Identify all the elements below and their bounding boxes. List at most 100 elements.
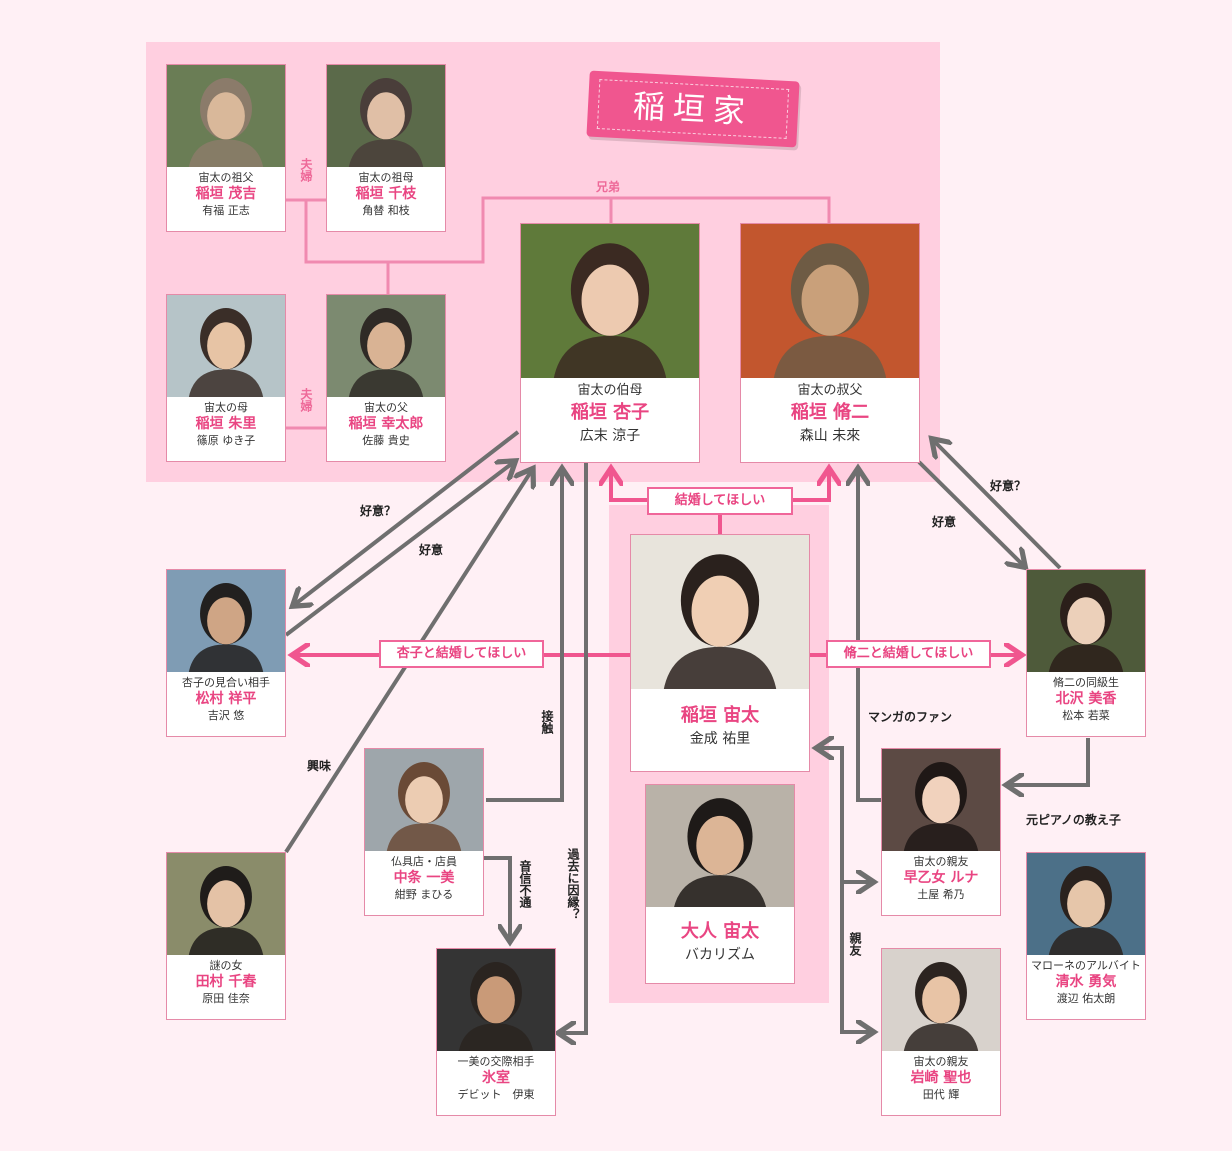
portrait-icon bbox=[631, 535, 809, 691]
card-iwasaki[interactable]: 宙太の親友 岩崎 聖也 田代 輝 bbox=[881, 948, 1001, 1116]
like-arrow-to-kyoko bbox=[284, 462, 514, 637]
label-interest: 興味 bbox=[307, 759, 332, 773]
name-grandmother: 稲垣 千枝 bbox=[355, 186, 417, 202]
name-himuro: 氷室 bbox=[482, 1070, 510, 1086]
portrait-icon bbox=[646, 785, 794, 909]
portrait-icon bbox=[741, 224, 919, 380]
card-adult-sorata[interactable]: 大人 宙太 バカリズム bbox=[645, 784, 795, 984]
actor-grandmother: 角替 和枝 bbox=[362, 204, 410, 217]
actor-mother: 篠原 ゆき子 bbox=[196, 434, 256, 447]
name-adult-sorata: 大人 宙太 bbox=[680, 921, 760, 942]
like-q-arrow-to-shuji bbox=[933, 440, 1062, 570]
role-grandfather: 宙太の祖父 bbox=[198, 171, 254, 184]
photo-aunt bbox=[521, 224, 699, 380]
portrait-icon bbox=[365, 749, 483, 853]
photo-saotome bbox=[882, 749, 1000, 853]
name-chujo: 中条 一美 bbox=[393, 870, 455, 886]
actor-shimizu: 渡辺 佑太朗 bbox=[1056, 992, 1116, 1005]
manga-fan-arrow bbox=[858, 470, 882, 802]
card-shimizu[interactable]: マローネのアルバイト 清水 勇気 渡辺 佑太朗 bbox=[1026, 852, 1146, 1020]
label-kyoko-marry: 杏子と結婚してほしい bbox=[379, 640, 544, 668]
card-grandfather[interactable]: 宙太の祖父 稲垣 茂吉 有福 正志 bbox=[166, 64, 286, 232]
portrait-icon bbox=[167, 295, 285, 399]
name-shimizu: 清水 勇気 bbox=[1055, 974, 1117, 990]
name-saotome: 早乙女 ルナ bbox=[903, 870, 979, 886]
label-contact: 接触 bbox=[540, 710, 554, 734]
portrait-icon bbox=[437, 949, 555, 1053]
portrait-icon bbox=[1027, 853, 1145, 957]
card-tamura[interactable]: 謎の女 田村 千春 原田 佳奈 bbox=[166, 852, 286, 1020]
name-uncle: 稲垣 脩二 bbox=[790, 402, 870, 423]
portrait-icon bbox=[327, 295, 445, 399]
portrait-icon bbox=[167, 65, 285, 169]
role-himuro: 一美の交際相手 bbox=[457, 1055, 535, 1068]
label-like-left: 好意 bbox=[419, 543, 444, 557]
actor-matsumura: 吉沢 悠 bbox=[207, 709, 245, 722]
label-couple-parents: 夫婦 bbox=[299, 388, 313, 412]
past-arrow bbox=[560, 462, 588, 1033]
actor-grandfather: 有福 正志 bbox=[202, 204, 250, 217]
like-q-arrow-to-matsumura bbox=[294, 430, 520, 605]
photo-uncle bbox=[741, 224, 919, 380]
name-tamura: 田村 千春 bbox=[195, 974, 257, 990]
card-chujo[interactable]: 仏具店・店員 中条 一美 紺野 まひる bbox=[364, 748, 484, 916]
card-saotome[interactable]: 宙太の親友 早乙女 ルナ 土屋 希乃 bbox=[881, 748, 1001, 916]
label-manga-fan: マンガのファン bbox=[868, 710, 953, 724]
photo-tamura bbox=[167, 853, 285, 957]
role-grandmother: 宙太の祖母 bbox=[358, 171, 414, 184]
actor-aunt: 広末 涼子 bbox=[579, 428, 641, 444]
name-grandfather: 稲垣 茂吉 bbox=[195, 186, 257, 202]
photo-matsumura bbox=[167, 570, 285, 674]
actor-father: 佐藤 貴史 bbox=[362, 434, 410, 447]
name-kitazawa: 北沢 美香 bbox=[1055, 691, 1117, 707]
portrait-icon bbox=[882, 749, 1000, 853]
photo-grandfather bbox=[167, 65, 285, 169]
role-iwasaki: 宙太の親友 bbox=[913, 1055, 969, 1068]
actor-uncle: 森山 未來 bbox=[799, 428, 861, 444]
label-couple-grandparents: 夫婦 bbox=[299, 158, 313, 182]
role-shimizu: マローネのアルバイト bbox=[1031, 959, 1141, 972]
actor-kitazawa: 松本 若菜 bbox=[1062, 709, 1110, 722]
portrait-icon bbox=[167, 853, 285, 957]
name-matsumura: 松村 祥平 bbox=[195, 691, 257, 707]
role-father: 宙太の父 bbox=[364, 401, 408, 414]
card-grandmother[interactable]: 宙太の祖母 稲垣 千枝 角替 和枝 bbox=[326, 64, 446, 232]
photo-shimizu bbox=[1027, 853, 1145, 957]
card-himuro[interactable]: 一美の交際相手 氷室 デビット 伊東 bbox=[436, 948, 556, 1116]
label-piano: 元ピアノの教え子 bbox=[1026, 813, 1121, 827]
actor-tamura: 原田 佳奈 bbox=[202, 992, 250, 1005]
role-chujo: 仏具店・店員 bbox=[391, 855, 457, 868]
card-mother[interactable]: 宙太の母 稲垣 朱里 篠原 ゆき子 bbox=[166, 294, 286, 462]
photo-adult-sorata bbox=[646, 785, 794, 909]
contact-arrow bbox=[486, 470, 562, 802]
actor-himuro: デビット 伊東 bbox=[457, 1088, 535, 1101]
role-aunt: 宙太の伯母 bbox=[577, 383, 643, 398]
role-uncle: 宙太の叔父 bbox=[797, 383, 863, 398]
label-like-q-left: 好意？ bbox=[360, 504, 397, 518]
card-father[interactable]: 宙太の父 稲垣 幸太郎 佐藤 貴史 bbox=[326, 294, 446, 462]
photo-himuro bbox=[437, 949, 555, 1053]
name-mother: 稲垣 朱里 bbox=[195, 416, 257, 432]
photo-iwasaki bbox=[882, 949, 1000, 1053]
label-want-marry: 結婚してほしい bbox=[647, 487, 793, 515]
label-siblings: 兄弟 bbox=[596, 180, 621, 194]
photo-chujo bbox=[365, 749, 483, 853]
actor-saotome: 土屋 希乃 bbox=[917, 888, 965, 901]
card-kitazawa[interactable]: 脩二の同級生 北沢 美香 松本 若菜 bbox=[1026, 569, 1146, 737]
card-uncle[interactable]: 宙太の叔父 稲垣 脩二 森山 未來 bbox=[740, 223, 920, 463]
photo-kitazawa bbox=[1027, 570, 1145, 674]
label-like-q-right: 好意？ bbox=[990, 479, 1027, 493]
card-matsumura[interactable]: 杏子の見合い相手 松村 祥平 吉沢 悠 bbox=[166, 569, 286, 737]
photo-father bbox=[327, 295, 445, 399]
label-no-contact: 音信不通 bbox=[518, 860, 532, 908]
like-arrow-to-kitazawa bbox=[917, 460, 1024, 566]
role-mother: 宙太の母 bbox=[204, 401, 248, 414]
name-sorata: 稲垣 宙太 bbox=[680, 705, 760, 726]
portrait-icon bbox=[1027, 570, 1145, 674]
card-sorata[interactable]: 稲垣 宙太 金成 祐里 bbox=[630, 534, 810, 772]
role-tamura: 謎の女 bbox=[209, 959, 243, 972]
card-aunt[interactable]: 宙太の伯母 稲垣 杏子 広末 涼子 bbox=[520, 223, 700, 463]
actor-iwasaki: 田代 輝 bbox=[922, 1088, 960, 1101]
label-best-friend: 親友 bbox=[848, 932, 862, 956]
portrait-icon bbox=[882, 949, 1000, 1053]
